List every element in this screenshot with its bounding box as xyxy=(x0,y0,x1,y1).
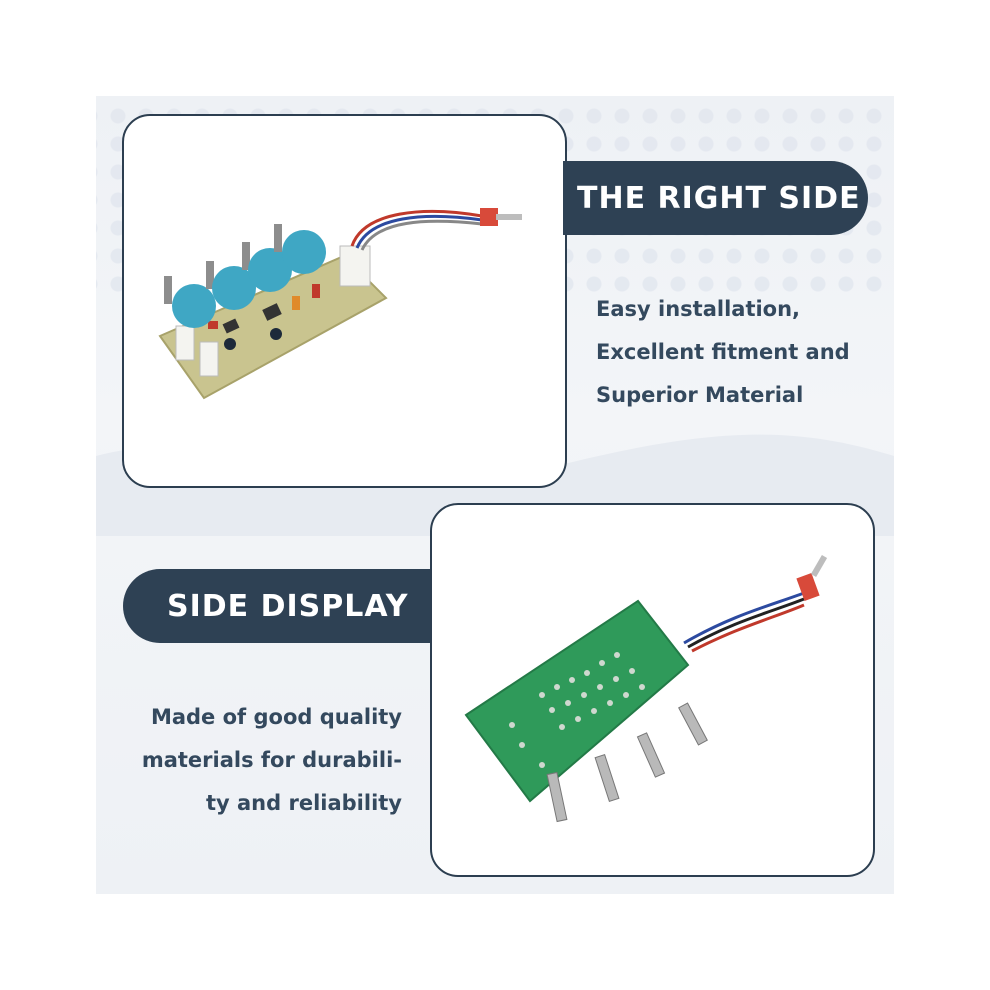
description-line: Superior Material xyxy=(596,383,804,407)
description-line: Excellent fitment and xyxy=(596,340,850,364)
heading-banner-side-display: SIDE DISPLAY xyxy=(123,569,430,643)
description-line: materials for durabili- xyxy=(141,748,402,772)
pcb-back-view-image xyxy=(464,554,828,823)
product-photo-bottom xyxy=(430,503,875,877)
description-side-display: Made of good quality materials for durab… xyxy=(120,696,402,825)
description-right-side: Easy installation, Excellent fitment and… xyxy=(596,288,876,417)
heading-banner-right-side: THE RIGHT SIDE xyxy=(563,161,868,235)
product-photo-top xyxy=(122,114,567,488)
description-line: ty and reliability xyxy=(205,791,402,815)
description-line: Made of good quality xyxy=(150,705,402,729)
description-line: Easy installation, xyxy=(596,297,801,321)
heading-side-display: SIDE DISPLAY xyxy=(167,588,409,624)
heading-right-side: THE RIGHT SIDE xyxy=(577,180,861,216)
pcb-top-view-image xyxy=(158,208,522,400)
